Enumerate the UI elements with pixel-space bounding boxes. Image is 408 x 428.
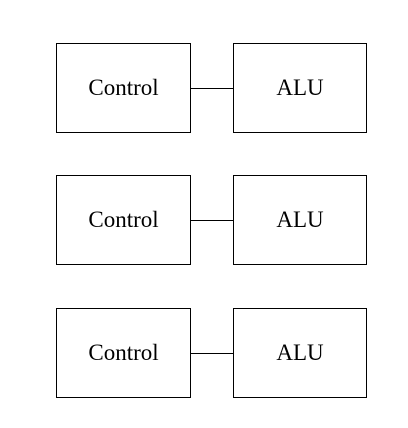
- alu-box: ALU: [233, 175, 367, 265]
- connector-line: [190, 88, 234, 89]
- connector-line: [190, 353, 234, 354]
- unit-row-3: Control ALU: [0, 308, 408, 398]
- control-label: Control: [88, 75, 159, 100]
- connector-line: [190, 220, 234, 221]
- control-box: Control: [56, 175, 191, 265]
- alu-box: ALU: [233, 43, 367, 133]
- unit-row-1: Control ALU: [0, 43, 408, 133]
- control-label: Control: [88, 340, 159, 365]
- unit-row-2: Control ALU: [0, 175, 408, 265]
- alu-label: ALU: [276, 340, 324, 365]
- control-label: Control: [88, 207, 159, 232]
- control-box: Control: [56, 308, 191, 398]
- control-box: Control: [56, 43, 191, 133]
- alu-label: ALU: [276, 75, 324, 100]
- alu-box: ALU: [233, 308, 367, 398]
- alu-label: ALU: [276, 207, 324, 232]
